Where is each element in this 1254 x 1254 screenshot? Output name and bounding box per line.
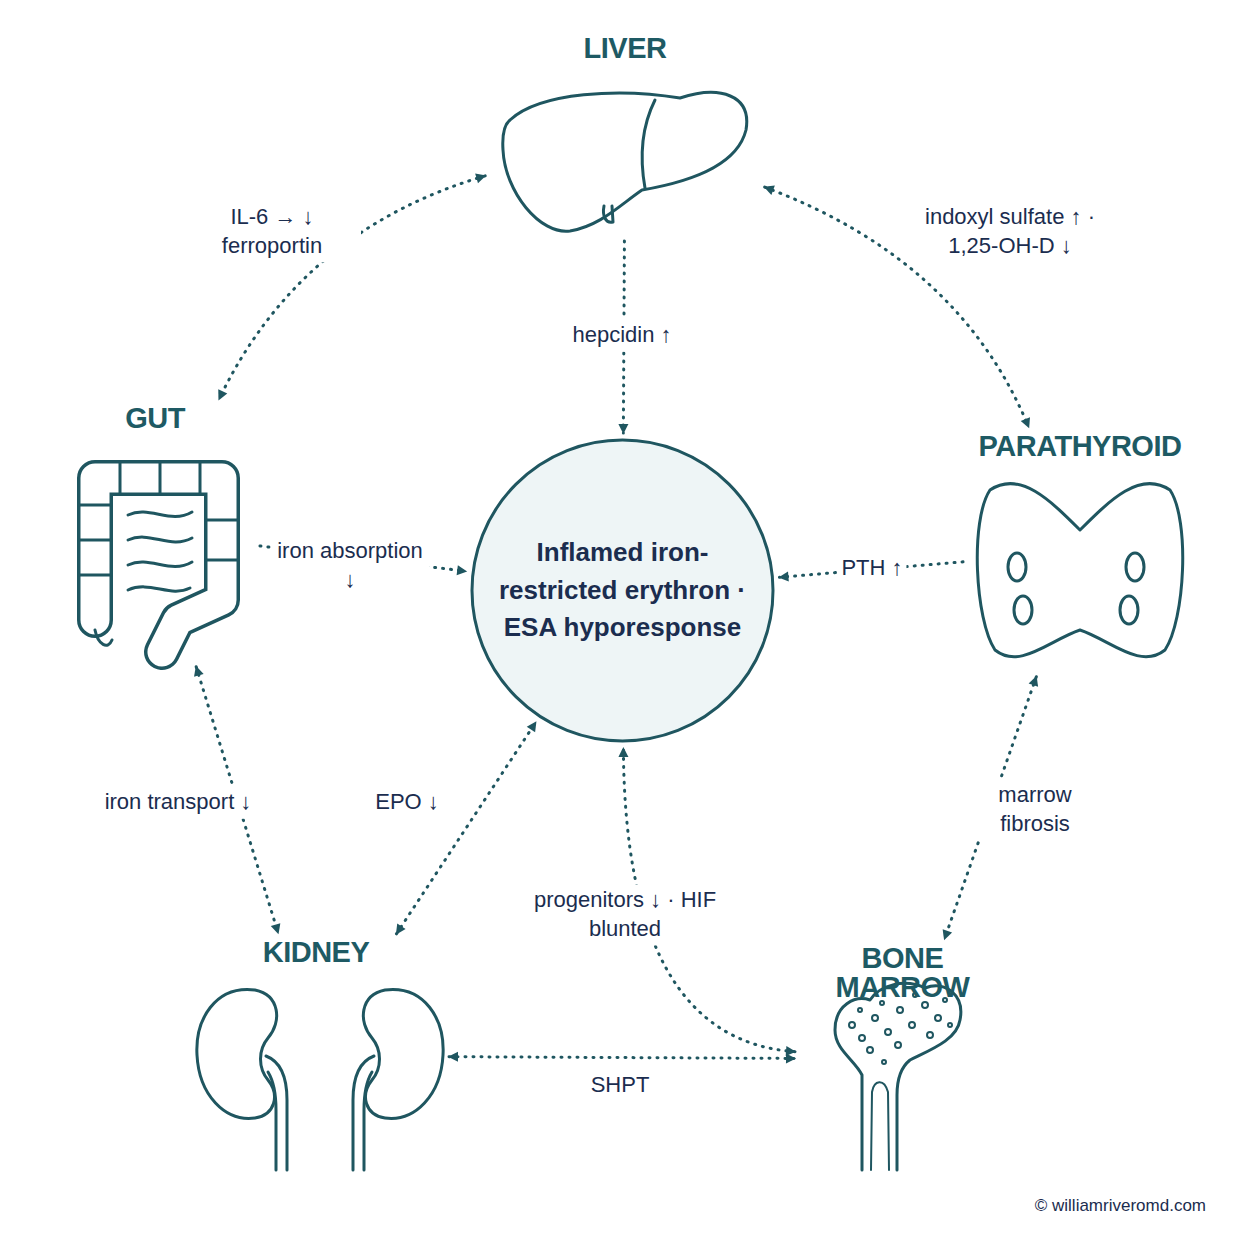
kidney-node: KIDNEY bbox=[188, 938, 444, 1174]
dotted-connector bbox=[396, 722, 535, 934]
connector-label: progenitors ↓ · HIF blunted bbox=[526, 884, 724, 945]
connector-label: EPO ↓ bbox=[371, 786, 443, 819]
connector-label: hepcidin ↑ bbox=[568, 319, 675, 352]
connector-label: iron absorption ↓ bbox=[271, 535, 429, 596]
hub-circle: Inflamed iron-restricted erythron · ESA … bbox=[470, 438, 775, 743]
dotted-connector bbox=[449, 1057, 795, 1059]
organ-heading: GUT bbox=[55, 404, 255, 433]
gut-illustration bbox=[80, 463, 237, 652]
bone-marrow-node: BONE MARROW bbox=[800, 944, 1005, 1174]
connector-label: marrow fibrosis bbox=[971, 779, 1099, 840]
connector-label: SHPT bbox=[587, 1069, 654, 1102]
parathyroid-node: PARATHYROID bbox=[968, 432, 1192, 672]
connector-label: IL-6 → ↓ ferroportin bbox=[183, 201, 361, 262]
watermark-note: © williamriveromd.com bbox=[1035, 1196, 1206, 1216]
organ-heading: BONE MARROW bbox=[800, 944, 1005, 1002]
organ-heading: LIVER bbox=[490, 34, 760, 63]
connector-label: indoxyl sulfate ↑ · 1,25-OH-D ↓ bbox=[906, 201, 1114, 262]
bone-marrow-illustration bbox=[835, 983, 961, 1170]
organ-heading: PARATHYROID bbox=[968, 432, 1192, 461]
hub-text: Inflamed iron-restricted erythron · ESA … bbox=[480, 534, 765, 647]
liver-node: LIVER bbox=[490, 34, 760, 236]
hub-text-wrap: Inflamed iron-restricted erythron · ESA … bbox=[470, 438, 775, 743]
gut-node: GUT bbox=[55, 404, 255, 662]
hub-circle-shape bbox=[472, 440, 773, 741]
connector-label: iron transport ↓ bbox=[101, 786, 256, 819]
kidney-illustration bbox=[197, 990, 443, 1170]
organ-heading: KIDNEY bbox=[188, 938, 444, 967]
liver-illustration bbox=[503, 93, 747, 232]
parathyroid-illustration bbox=[977, 484, 1182, 657]
connector-label: PTH ↑ bbox=[837, 552, 906, 585]
